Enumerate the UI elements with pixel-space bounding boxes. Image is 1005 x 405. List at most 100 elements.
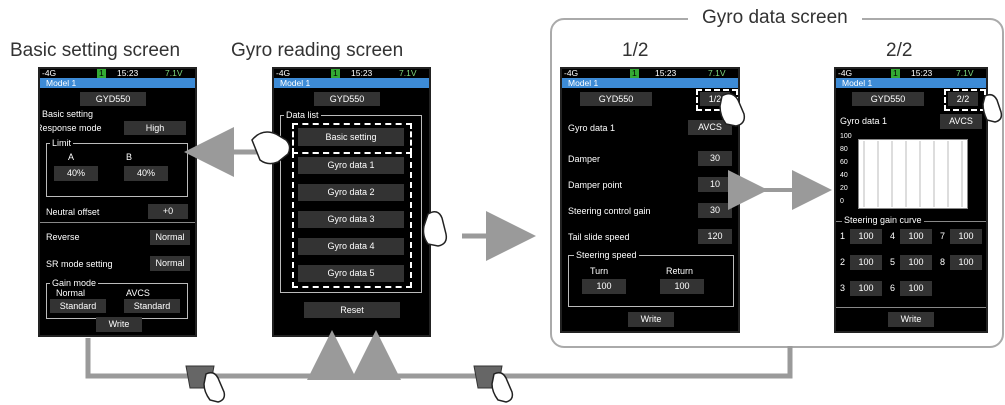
setting-value[interactable]: 30 (698, 203, 732, 218)
y-tick-label: 20 (840, 185, 848, 192)
y-tick-label: 40 (840, 172, 848, 179)
y-tick-label: 60 (840, 159, 848, 166)
curve-point-value[interactable]: 100 (950, 255, 982, 270)
write-button[interactable]: Write (628, 312, 674, 327)
page1-caption: 1/2 (622, 40, 649, 61)
return-value[interactable]: 100 (660, 279, 704, 294)
setting-label: Tail slide speed (568, 232, 630, 242)
turn-value[interactable]: 100 (582, 279, 626, 294)
gyro-reading-screen: -4G 1 15:23 7.1V Model 1 GYD550 Data lis… (272, 67, 431, 337)
limit-a-value[interactable]: 40% (54, 166, 98, 181)
setting-label: Damper point (568, 180, 623, 190)
bottom-divider (836, 307, 986, 308)
gyro-data-item-5[interactable]: Gyro data 5 (298, 265, 404, 282)
status-bar: -4G 1 15:23 7.1V (836, 69, 986, 78)
gyro-data-label: Gyro data 1 (840, 116, 888, 126)
device-name: GYD550 (80, 92, 146, 106)
limit-a-label: A (68, 152, 75, 162)
return-path-gyro (351, 330, 793, 380)
channel-indicator: 1 (331, 68, 340, 78)
battery-voltage: 7.1V (708, 68, 726, 78)
reverse-label: Reverse (46, 232, 80, 242)
curve-point-value[interactable]: 100 (950, 229, 982, 244)
page-indicator[interactable]: 2/2 (948, 92, 978, 106)
gyro-mode-value[interactable]: AVCS (688, 120, 732, 135)
hand-icons (203, 93, 1003, 403)
response-mode-label: Response mode (38, 123, 102, 133)
clock: 15:23 (911, 68, 933, 78)
clock: 15:23 (351, 68, 373, 78)
model-bar: Model 1 (40, 78, 195, 88)
curve-point-value[interactable]: 100 (900, 255, 932, 270)
curve-title: Steering gain curve (842, 215, 924, 225)
reverse-value[interactable]: Normal (150, 230, 190, 245)
curve-point-number: 2 (840, 257, 846, 267)
status-bar: -4G 1 15:23 7.1V (562, 69, 738, 78)
gyro-data-list-highlight (292, 152, 412, 288)
signal-indicator: -4G (564, 68, 579, 78)
gain-normal-value[interactable]: Standard (50, 299, 106, 313)
signal-indicator: -4G (838, 68, 853, 78)
reading-screen-caption: Gyro reading screen (231, 40, 404, 61)
channel-indicator: 1 (630, 68, 639, 78)
curve-point-value[interactable]: 100 (850, 255, 882, 270)
sr-mode-value[interactable]: Normal (150, 256, 190, 271)
reset-button[interactable]: Reset (304, 302, 400, 318)
curve-point-number: 4 (890, 231, 896, 241)
y-tick-label: 0 (840, 198, 844, 205)
setting-value[interactable]: 120 (698, 229, 732, 244)
curve-point-number: 8 (940, 257, 946, 267)
model-bar: Model 1 (274, 78, 429, 88)
curve-point-number: 7 (940, 231, 946, 241)
status-bar: -4G 1 15:23 7.1V (274, 69, 429, 78)
data-list-frame (280, 115, 422, 293)
gyro-data-item-3[interactable]: Gyro data 3 (298, 211, 404, 228)
gyro-data-item-4[interactable]: Gyro data 4 (298, 238, 404, 255)
gyro-data-label: Gyro data 1 (568, 123, 616, 133)
clock: 15:23 (655, 68, 677, 78)
signal-indicator: -4G (276, 68, 291, 78)
steering-speed-title: Steering speed (574, 250, 639, 260)
setting-value[interactable]: 10 (698, 177, 732, 192)
gyro-data-page-2: -4G 1 15:23 7.1V Model 1 GYD550 2/2 Gyro… (834, 67, 988, 333)
curve-point-value[interactable]: 100 (850, 281, 882, 296)
model-bar: Model 1 (562, 78, 738, 88)
curve-point-number: 3 (840, 283, 846, 293)
gain-avcs-label: AVCS (126, 288, 150, 298)
battery-voltage: 7.1V (399, 68, 417, 78)
neutral-offset-label: Neutral offset (46, 207, 100, 217)
battery-voltage: 7.1V (165, 68, 183, 78)
divider (40, 222, 195, 223)
device-name: GYD550 (852, 92, 924, 106)
gyro-data-item-2[interactable]: Gyro data 2 (298, 184, 404, 201)
setting-label: Steering control gain (568, 206, 651, 216)
sr-mode-label: SR mode setting (46, 259, 113, 269)
limit-b-label: B (126, 152, 133, 162)
write-button[interactable]: Write (888, 312, 934, 327)
basic-setting-button[interactable]: Basic setting (298, 128, 404, 146)
turn-label: Turn (590, 266, 609, 276)
return-label: Return (666, 266, 694, 276)
basic-setting-screen: -4G 1 15:23 7.1V Model 1 GYD550 Basic se… (38, 67, 197, 337)
write-button[interactable]: Write (96, 317, 142, 332)
setting-value[interactable]: 30 (698, 151, 732, 166)
gyro-data-caption: Gyro data screen (688, 7, 862, 29)
curve-point-value[interactable]: 100 (850, 229, 882, 244)
steering-gain-graph (858, 139, 968, 209)
curve-point-number: 6 (890, 283, 896, 293)
neutral-offset-value[interactable]: +0 (148, 204, 188, 219)
limit-b-value[interactable]: 40% (124, 166, 168, 181)
gyro-data-item-1[interactable]: Gyro data 1 (298, 157, 404, 174)
curve-point-number: 5 (890, 257, 896, 267)
gyro-mode-value[interactable]: AVCS (940, 114, 982, 129)
page2-caption: 2/2 (886, 40, 913, 61)
basic-screen-caption: Basic setting screen (10, 40, 181, 61)
curve-point-value[interactable]: 100 (900, 281, 932, 296)
signal-indicator: -4G (42, 68, 57, 78)
response-mode-value[interactable]: High (124, 121, 186, 135)
gain-mode-title: Gain mode (50, 278, 99, 288)
gain-avcs-value[interactable]: Standard (124, 299, 180, 313)
clock: 15:23 (117, 68, 139, 78)
curve-point-value[interactable]: 100 (900, 229, 932, 244)
